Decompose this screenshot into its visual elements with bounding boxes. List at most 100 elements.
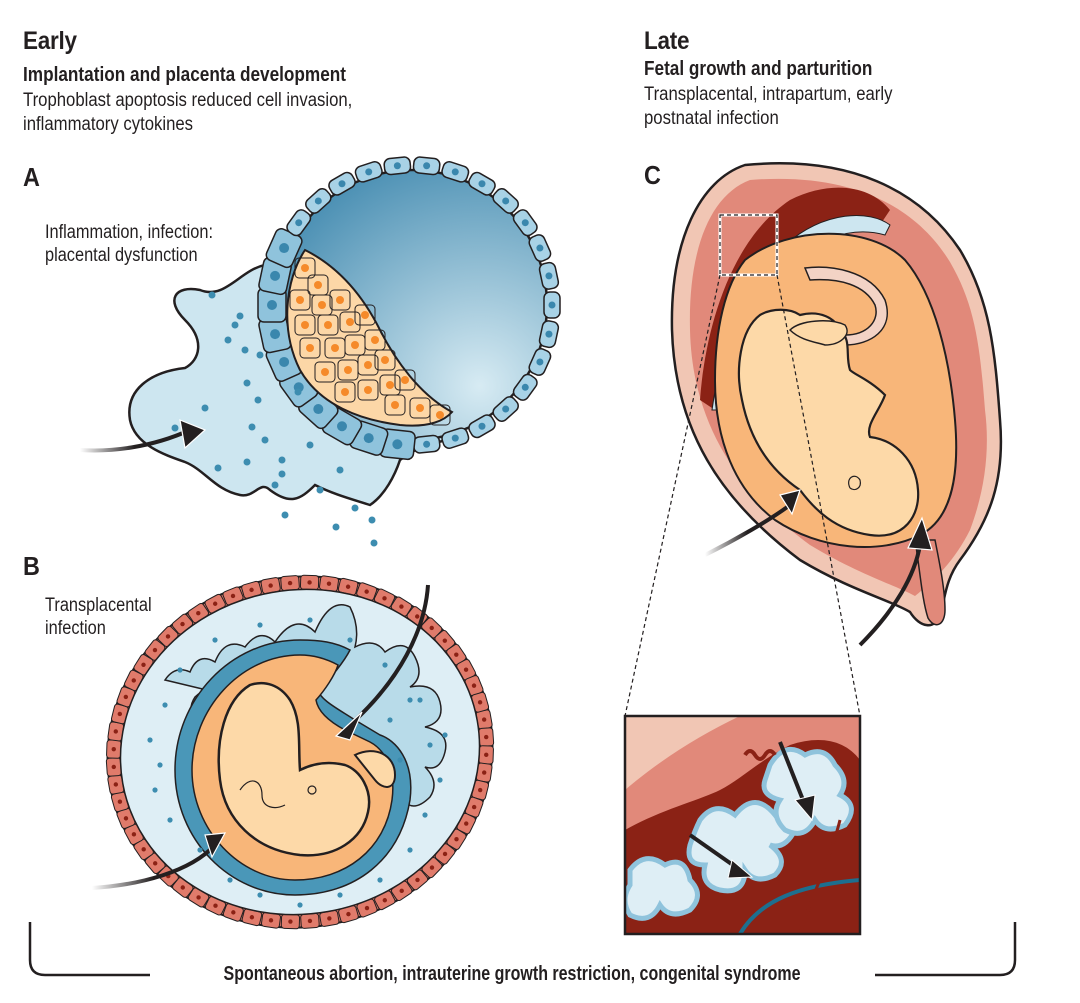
- cell-nucleus: [365, 168, 373, 176]
- cell-nucleus: [131, 832, 137, 837]
- pathogen-particle: [236, 312, 244, 320]
- panel-c-uterus-illustration: [624, 162, 1003, 717]
- pathogen-particle: [197, 847, 203, 853]
- yolk-sac: [353, 750, 397, 788]
- cell-nucleus: [296, 296, 304, 304]
- cell-nucleus: [442, 638, 448, 643]
- cell-nucleus: [152, 861, 158, 866]
- cell-nucleus: [478, 422, 486, 430]
- cell-nucleus: [399, 604, 404, 609]
- pathogen-particle: [437, 777, 443, 783]
- cell-nucleus: [471, 804, 477, 810]
- cell-nucleus: [345, 584, 351, 589]
- cell-nucleus: [346, 911, 351, 917]
- cell-nucleus: [364, 905, 370, 911]
- cell-nucleus: [141, 662, 146, 667]
- cell-nucleus: [230, 593, 236, 599]
- pathogen-particle: [332, 523, 340, 531]
- pathogen-particle: [254, 396, 262, 404]
- cell-nucleus: [314, 197, 322, 205]
- fetal-ear: [848, 475, 861, 491]
- infection-arrow-c-right: [858, 544, 922, 647]
- cervix: [914, 539, 946, 626]
- pathogen-particle: [257, 622, 263, 628]
- panel-b-caption-line: Transplacental: [45, 595, 152, 616]
- infection-arrow-c-left: [704, 503, 792, 557]
- cell-nucleus: [313, 404, 324, 415]
- pathogen-particle: [201, 404, 209, 412]
- cell-nucleus: [113, 729, 118, 734]
- pathogen-particle: [337, 892, 343, 898]
- pathogen-particle: [152, 787, 158, 793]
- cell-nucleus: [454, 837, 459, 842]
- spiral-artery: [743, 749, 777, 761]
- arrowhead-icon: [179, 419, 207, 450]
- pathogen-particle: [368, 516, 376, 524]
- cell-nucleus: [267, 300, 277, 310]
- arrowhead-icon: [204, 832, 227, 859]
- arrowhead-icon: [334, 711, 363, 741]
- late-stage-description: Transplacental, intrapartum, early postn…: [644, 83, 892, 131]
- arrowhead-icon: [779, 489, 801, 516]
- cell-nucleus: [231, 910, 236, 915]
- early-stage-description: Trophoblast apoptosis reduced cell invas…: [23, 89, 352, 137]
- infection-arrow-b-lower: [91, 843, 217, 890]
- pathogen-particle: [427, 742, 433, 748]
- cell-nucleus: [327, 916, 332, 921]
- pathogen-particle: [306, 441, 314, 449]
- pathogen-particle: [241, 346, 249, 354]
- zoom-region-box-dash: [719, 214, 778, 276]
- cell-nucleus: [249, 915, 255, 920]
- embryo-limb-bud: [239, 780, 286, 809]
- cell-nucleus: [371, 336, 379, 344]
- cell-nucleus: [382, 898, 388, 903]
- pathogen-particle: [417, 697, 423, 703]
- cell-nucleus: [287, 580, 293, 586]
- zoom-connector-right: [776, 274, 861, 717]
- cell-nucleus: [391, 401, 399, 409]
- trophoblast-cell: [357, 354, 379, 376]
- cell-nucleus: [306, 344, 314, 352]
- cell-nucleus: [326, 581, 332, 586]
- cell-nucleus: [123, 816, 129, 821]
- cell-nucleus: [279, 356, 290, 367]
- arrowhead-icon: [907, 516, 933, 551]
- late-description-line: Transplacental, intrapartum, early: [644, 84, 893, 105]
- cell-nucleus: [463, 667, 469, 672]
- villus-tree: [686, 800, 798, 894]
- cell-nucleus: [393, 162, 401, 170]
- early-description-line: inflammatory cytokines: [23, 114, 194, 135]
- pathogen-particle: [257, 892, 263, 898]
- pathogen-particle: [377, 877, 383, 883]
- pathogen-particle: [316, 486, 324, 494]
- embryo-eye: [307, 785, 317, 795]
- arrowhead-icon: [727, 859, 754, 879]
- cell-nucleus: [464, 821, 469, 826]
- cell-nucleus: [141, 847, 146, 852]
- pathogen-particle: [347, 637, 353, 643]
- cell-nucleus: [117, 711, 123, 717]
- cell-nucleus: [423, 440, 431, 448]
- fetal-vessel: [798, 819, 842, 934]
- cell-nucleus: [336, 296, 344, 304]
- pathogen-particle: [297, 902, 303, 908]
- cell-nucleus: [338, 180, 346, 188]
- pathogen-particle: [243, 379, 251, 387]
- pathogen-particle: [224, 336, 232, 344]
- cell-nucleus: [478, 180, 486, 188]
- cell-nucleus: [536, 244, 544, 252]
- cell-nucleus: [307, 918, 313, 924]
- trophoblast-cell: [317, 314, 339, 336]
- late-description-line: postnatal infection: [644, 108, 779, 129]
- late-stage-subtitle: Fetal growth and parturition: [644, 58, 873, 80]
- cell-nucleus: [545, 330, 553, 338]
- pathogen-particle: [278, 470, 286, 478]
- cell-nucleus: [364, 386, 372, 394]
- cell-nucleus: [451, 168, 459, 176]
- panel-c-label: C: [644, 160, 661, 190]
- placenta-inset: [623, 714, 862, 936]
- cell-nucleus: [318, 301, 326, 309]
- cell-nucleus: [454, 652, 459, 657]
- cell-nucleus: [364, 589, 369, 594]
- pathogen-particle: [387, 717, 393, 723]
